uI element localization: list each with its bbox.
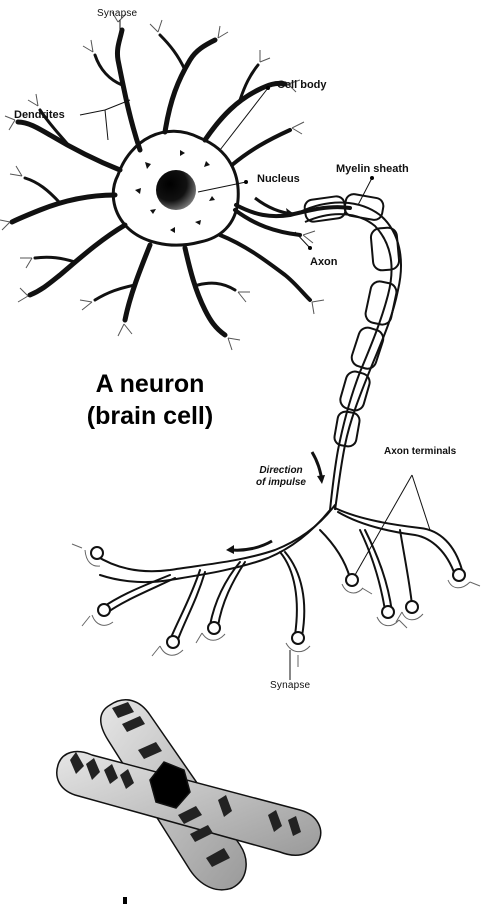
synapse-top-label: Synapse: [97, 9, 137, 19]
myelin-sheath-label: Myelin sheath: [336, 164, 409, 175]
direction-line-1: Direction: [246, 465, 316, 477]
axon-terminal-branches: [95, 505, 462, 642]
margin-mark: [123, 897, 127, 904]
title-line-2: (brain cell): [40, 400, 260, 432]
nucleus-label: Nucleus: [257, 174, 300, 185]
myelin-sheath-marker: [370, 176, 374, 180]
dendrites-label: Dendrites: [14, 110, 65, 121]
nucleus-marker: [244, 180, 248, 184]
axon-terminal-buttons: [91, 547, 465, 648]
cell-body-marker: [266, 86, 270, 90]
axon-marker: [308, 246, 312, 250]
diagram-title: A neuron (brain cell): [40, 368, 260, 432]
myelinated-axon: [300, 193, 401, 510]
direction-of-impulse-label: Direction of impulse: [246, 465, 316, 489]
nucleus-shape: [156, 170, 196, 210]
axon-terminals-label: Axon terminals: [384, 447, 456, 457]
synapse-bottom-label: Synapse: [270, 681, 310, 691]
axon-label: Axon: [310, 257, 338, 268]
direction-line-2: of impulse: [246, 477, 316, 489]
cell-body-label: Cell body: [277, 80, 327, 91]
chromosome: [57, 700, 321, 890]
title-line-1: A neuron: [40, 368, 260, 400]
